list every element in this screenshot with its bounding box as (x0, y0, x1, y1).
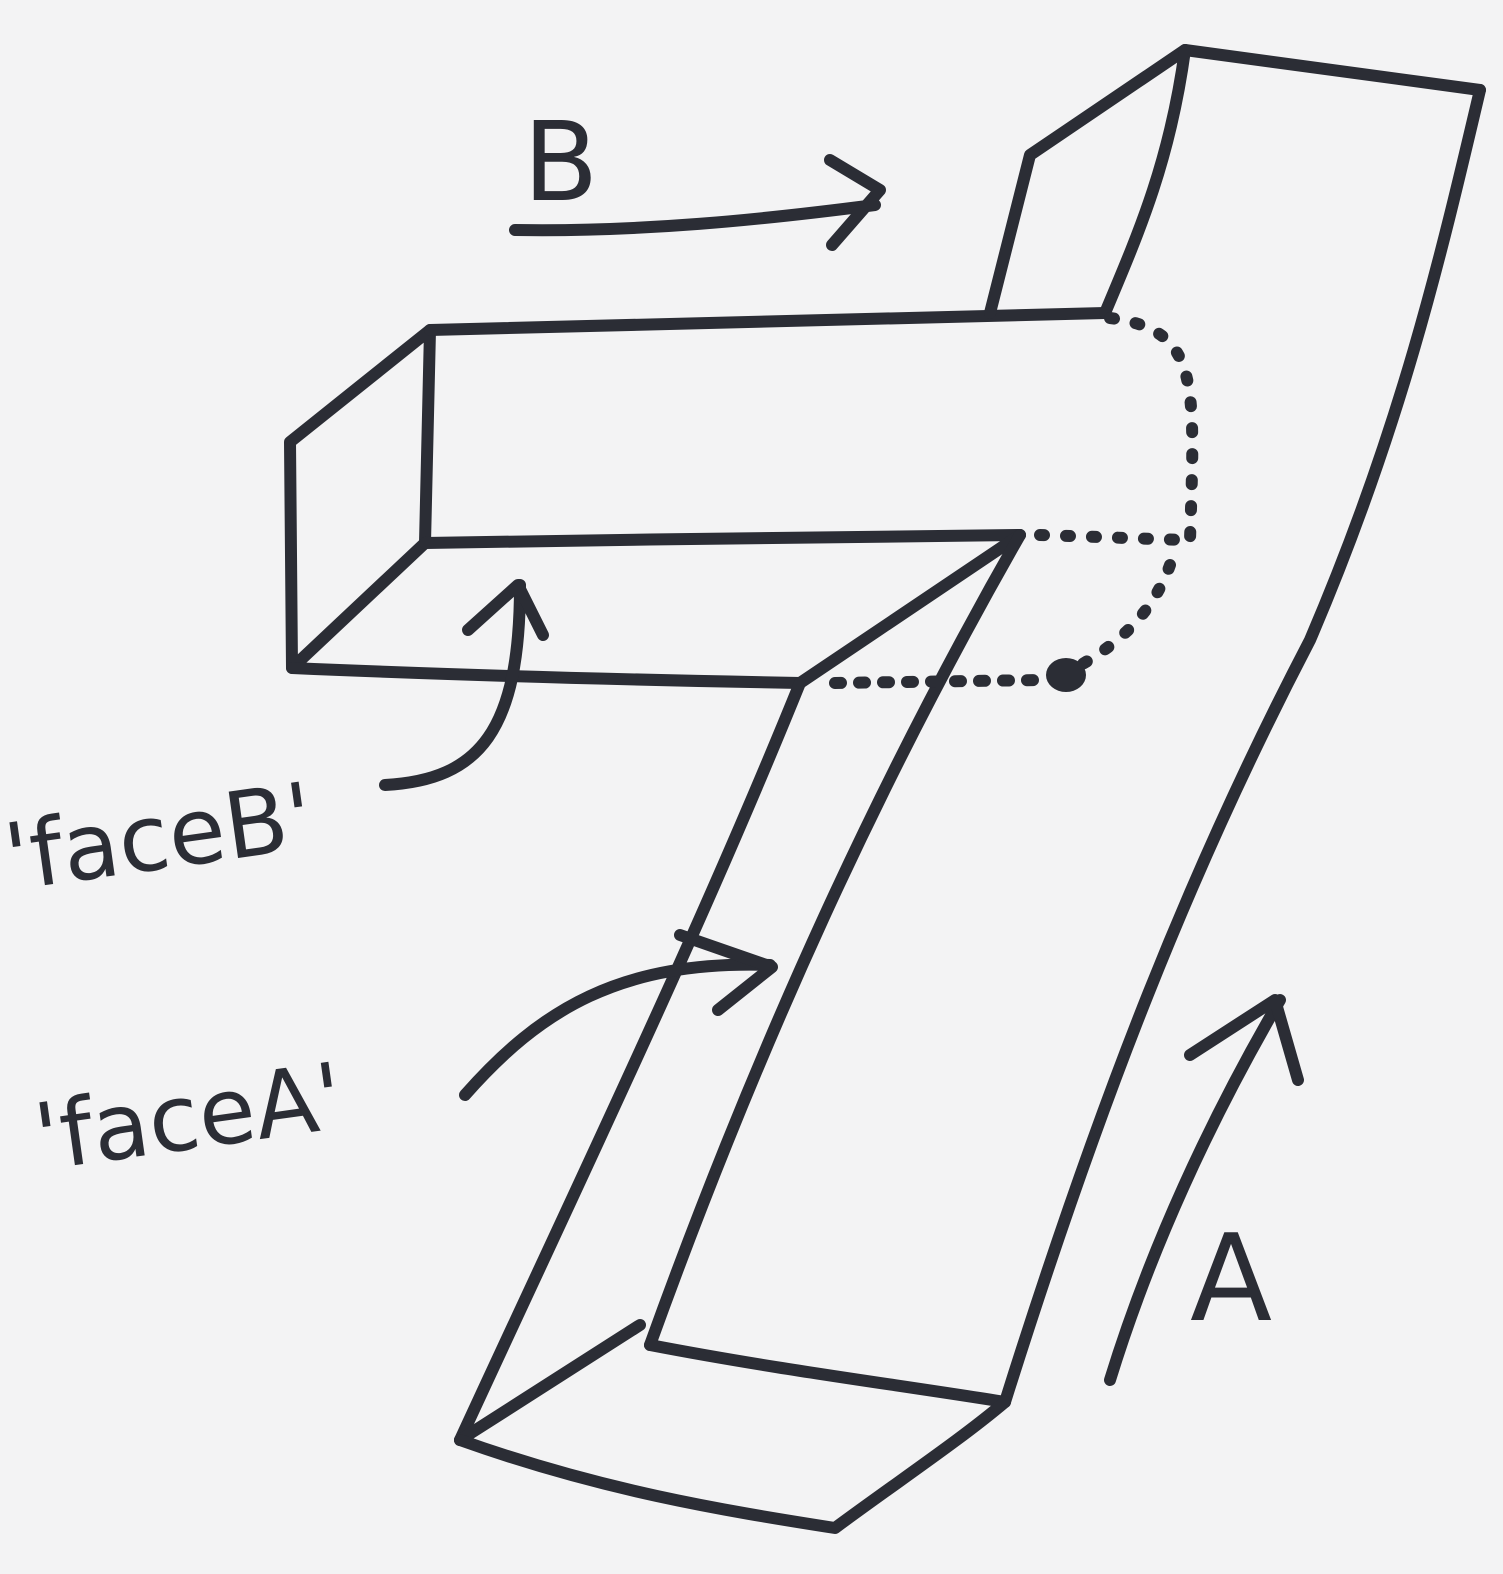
hidden-dotted-lines (829, 312, 1199, 689)
arrow-b (509, 154, 886, 251)
lower-bar (454, 529, 1026, 1534)
long-right-rail (999, 84, 1486, 1408)
pivot-dot (1046, 658, 1086, 692)
face-a-pointer-arrow (459, 929, 778, 1101)
arrow-a-label: A (1190, 1210, 1272, 1349)
face-b-pointer-arrow (379, 579, 549, 791)
top-bar-body (286, 307, 1111, 689)
arrow-a (1104, 994, 1304, 1386)
face-a-label: 'faceA' (28, 1043, 349, 1192)
top-corner-block (984, 44, 1486, 319)
face-b-label: 'faceB' (0, 763, 320, 912)
arrow-b-label: B (523, 98, 598, 226)
top-bar-end-face (284, 324, 436, 674)
